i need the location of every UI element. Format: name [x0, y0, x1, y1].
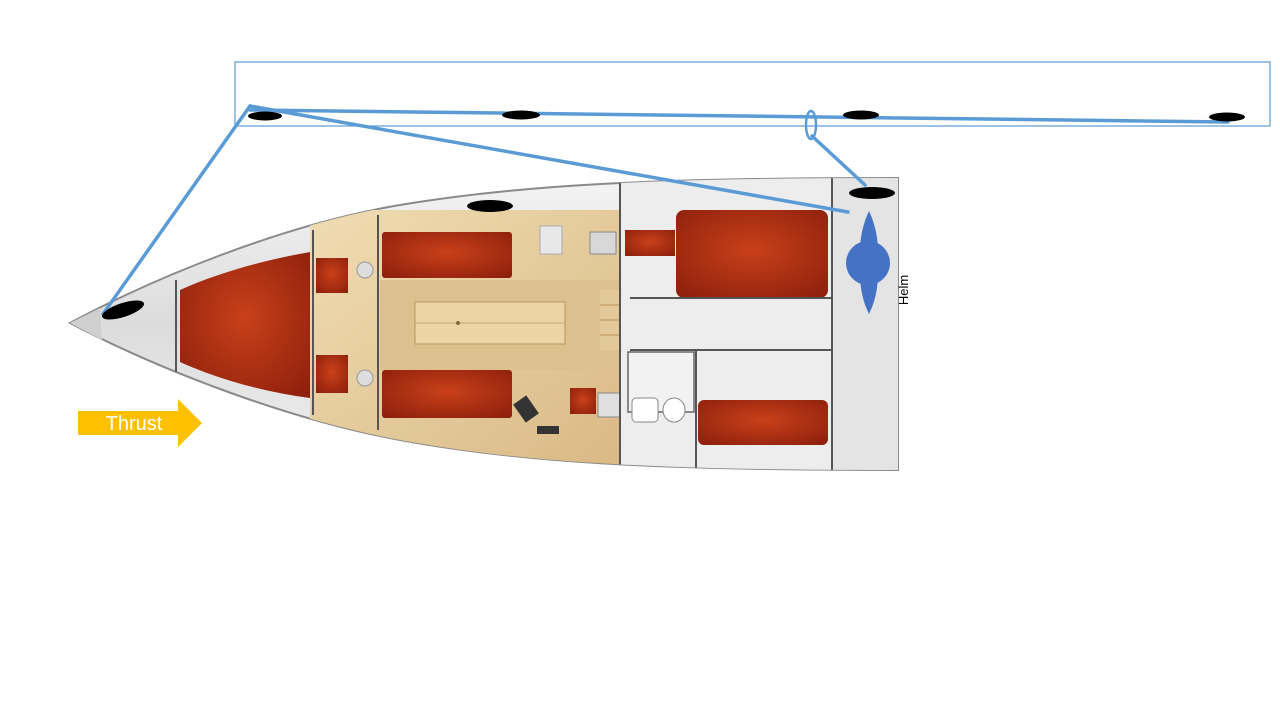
cushion	[625, 230, 675, 256]
pulley-block-icon	[849, 187, 895, 199]
forward-berth-cushion	[180, 252, 310, 398]
cushion	[570, 388, 596, 414]
pulley-block-icon	[467, 200, 513, 212]
line-along-deck	[248, 108, 1230, 124]
head-compartment	[627, 351, 695, 413]
thrust-arrow	[78, 399, 202, 447]
pulley-block-icon	[248, 111, 282, 121]
settee-cushion-port	[382, 232, 512, 278]
line-bow-to-top	[101, 104, 252, 316]
aft-cabin-cushion-port	[676, 210, 828, 298]
rigging-layout-frame	[234, 61, 1271, 127]
right-arrow-icon: Thrust	[78, 399, 202, 447]
aft-cabin-cushion-starboard	[698, 400, 828, 445]
blocks	[101, 110, 1245, 320]
sink	[597, 392, 621, 418]
thrust-label: Thrust	[106, 413, 163, 435]
propeller-icon	[846, 211, 890, 314]
hull	[67, 176, 899, 472]
stove	[589, 231, 617, 255]
nav-seat	[513, 395, 539, 423]
pulley-block-icon	[843, 110, 879, 120]
pulley-block-icon	[502, 110, 540, 120]
line-to-winch	[810, 134, 867, 187]
bulkheads	[175, 178, 833, 470]
control-lines	[101, 104, 1230, 316]
cushion	[316, 258, 348, 293]
line-top-to-cockpit	[248, 104, 850, 214]
line-loop	[804, 109, 818, 141]
helm-label: Helm	[896, 275, 911, 305]
cushion	[316, 355, 348, 393]
settee-cushion-starboard	[382, 370, 512, 418]
pulley-block-icon	[101, 300, 145, 320]
pulley-block-icon	[1209, 112, 1245, 122]
galley-counter	[539, 225, 563, 255]
